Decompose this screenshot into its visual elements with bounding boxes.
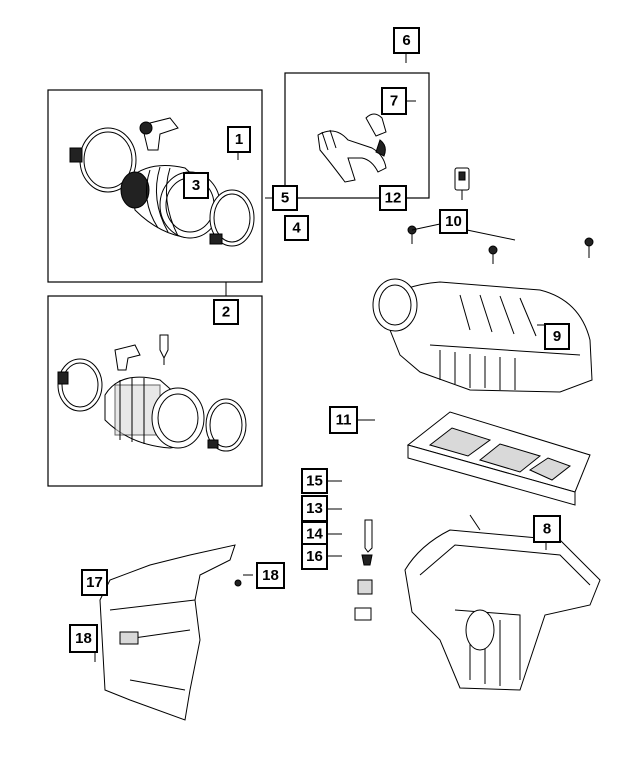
callout-label-18-fastener: 18 xyxy=(262,567,279,584)
screw-fastener xyxy=(407,225,594,264)
callout-18-fastener: 18 xyxy=(256,562,285,589)
callout-label-12: 12 xyxy=(385,190,402,207)
callout-5: 5 xyxy=(272,185,298,211)
callout-label-15: 15 xyxy=(306,473,323,490)
splash-shield xyxy=(99,544,242,721)
callout-14: 14 xyxy=(301,521,328,547)
frame-group-2 xyxy=(47,295,263,487)
callout-12: 12 xyxy=(379,185,407,211)
frame-group-6 xyxy=(284,72,430,199)
callout-label-10: 10 xyxy=(445,213,462,230)
callout-label-3: 3 xyxy=(192,177,200,194)
vent-tube xyxy=(317,113,387,183)
callout-4: 4 xyxy=(284,215,309,241)
frame-group-1 xyxy=(47,89,263,283)
callout-13: 13 xyxy=(301,495,328,522)
callout-1: 1 xyxy=(227,126,251,153)
callout-label-9: 9 xyxy=(553,328,561,345)
callout-label-8: 8 xyxy=(543,521,551,538)
callout-8: 8 xyxy=(533,515,561,543)
callout-11: 11 xyxy=(329,406,358,434)
callout-label-13: 13 xyxy=(306,500,323,517)
intake-hose-assembly-alt xyxy=(57,334,247,452)
intake-hose-assembly xyxy=(69,117,255,247)
callout-label-16: 16 xyxy=(306,548,323,565)
callout-label-1: 1 xyxy=(235,131,243,148)
callout-6: 6 xyxy=(393,27,420,54)
callout-16: 16 xyxy=(301,543,328,570)
callout-2: 2 xyxy=(213,299,239,325)
callout-label-11: 11 xyxy=(336,412,352,429)
air-cleaner-housing xyxy=(404,514,601,691)
callout-label-6: 6 xyxy=(402,32,410,49)
callout-label-14: 14 xyxy=(306,526,323,543)
callout-15: 15 xyxy=(301,468,328,494)
callout-label-4: 4 xyxy=(292,220,301,237)
callout-label-18-shield: 18 xyxy=(75,630,92,647)
air-cleaner-cover xyxy=(372,278,593,393)
callout-label-17: 17 xyxy=(86,574,103,591)
callout-7: 7 xyxy=(381,87,407,115)
callout-label-2: 2 xyxy=(222,304,230,321)
fastener-set xyxy=(354,519,373,621)
callout-label-7: 7 xyxy=(390,93,398,110)
air-filter-element xyxy=(406,411,591,506)
callout-17: 17 xyxy=(81,569,108,596)
callout-label-5: 5 xyxy=(281,190,289,207)
callout-9: 9 xyxy=(544,323,570,350)
intake-sensor xyxy=(454,167,470,200)
callout-3: 3 xyxy=(183,172,209,199)
callout-18-shield: 18 xyxy=(69,624,98,653)
callout-10: 10 xyxy=(439,209,468,234)
